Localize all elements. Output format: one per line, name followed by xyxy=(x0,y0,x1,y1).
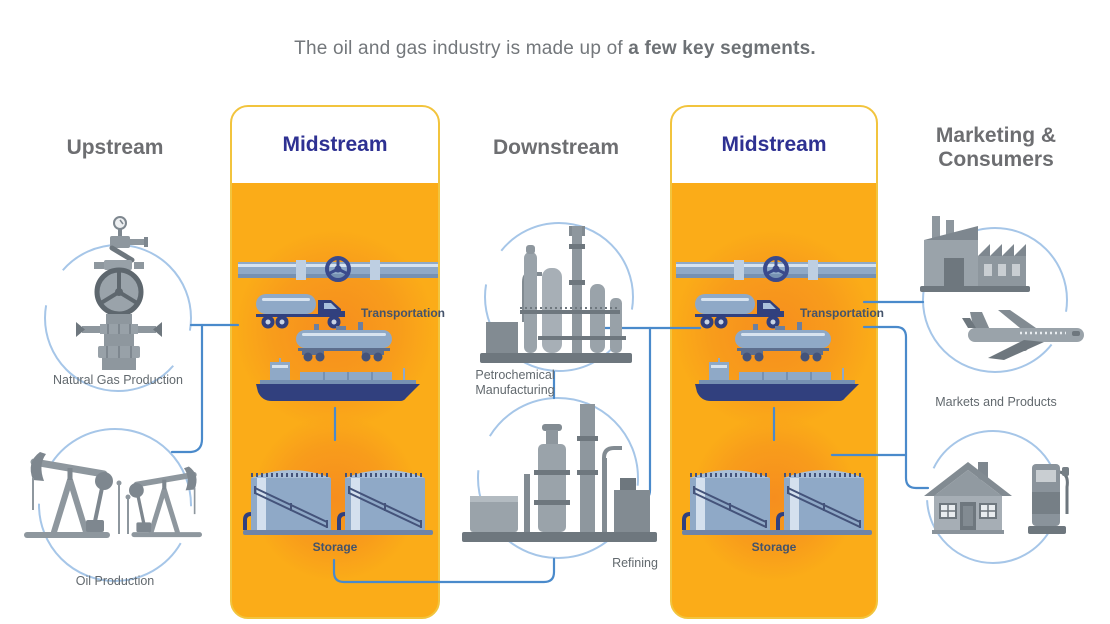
upstream-header: Upstream xyxy=(66,136,164,159)
marketing-header: Marketing & Consumers xyxy=(935,124,1057,171)
midstream-right-header: Midstream xyxy=(721,133,827,156)
midstream-left-header: Midstream xyxy=(282,133,388,156)
downstream-header: Downstream xyxy=(492,136,620,159)
house-icon xyxy=(924,462,1012,534)
title-emphasis: a few key segments. xyxy=(628,38,816,59)
storage-tank xyxy=(243,470,331,530)
pumpjack-left xyxy=(24,452,113,538)
petrochemical-plant-icon xyxy=(480,226,632,363)
tanker-truck-icon xyxy=(695,294,784,329)
pumpjacks-icon xyxy=(24,452,202,538)
oil-production-label: Oil Production xyxy=(75,574,155,588)
line-midstream2-to-consumers xyxy=(862,325,930,490)
airplane-icon xyxy=(962,310,1084,360)
transportation-label-left: Transportation xyxy=(361,306,446,320)
storage-tanks-icon xyxy=(682,470,872,535)
railcar-icon xyxy=(735,322,831,362)
petrochemical-circle xyxy=(484,222,634,372)
refining-circle xyxy=(477,397,639,559)
wellhead-icon xyxy=(76,216,162,370)
line-storage-to-refining xyxy=(332,557,556,584)
refining-label: Refining xyxy=(612,556,658,570)
railcar-icon xyxy=(296,322,392,362)
pipeline-icon xyxy=(238,256,438,282)
oil-circle xyxy=(38,428,192,582)
storage-tank xyxy=(337,470,425,530)
markets-and-products-label: Markets and Products xyxy=(935,395,1057,409)
storage-tank xyxy=(682,470,770,530)
ship-icon xyxy=(256,358,420,401)
storage-tank xyxy=(776,470,864,530)
title-text: The oil and gas industry is made up of xyxy=(294,38,629,59)
line-natgas-to-oil xyxy=(170,323,204,454)
refinery-icon xyxy=(462,404,657,542)
pipeline-icon xyxy=(676,256,876,282)
petrochemical-manufacturing-label: Petrochemical Manufacturing xyxy=(475,368,555,397)
storage-label-left: Storage xyxy=(312,540,358,554)
pumpjack-right xyxy=(129,466,202,538)
natural-gas-production-label: Natural Gas Production xyxy=(53,373,183,387)
factory-icon xyxy=(920,216,1030,292)
gas-pump-icon xyxy=(1028,464,1069,534)
ship-icon xyxy=(695,358,859,401)
storage-tanks-icon xyxy=(243,470,433,535)
storage-label-right: Storage xyxy=(751,540,797,554)
transportation-label-right: Transportation xyxy=(800,306,885,320)
page-title: The oil and gas industry is made up of a… xyxy=(0,38,1110,60)
markets-circle xyxy=(922,227,1068,373)
tanker-truck-icon xyxy=(256,294,345,329)
